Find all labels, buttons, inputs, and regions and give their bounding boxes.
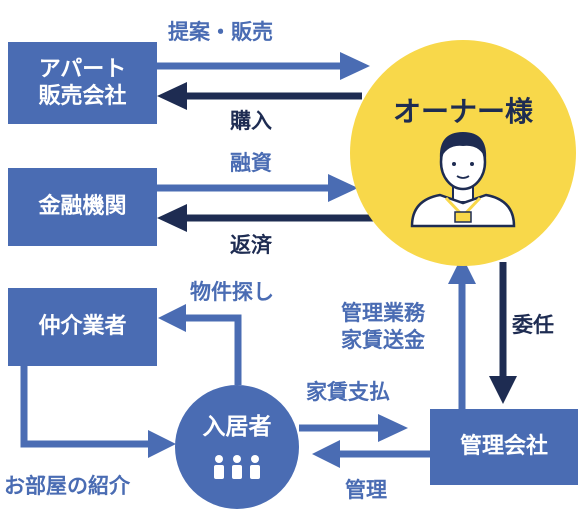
proposal-sales-label: 提案・販売 xyxy=(168,20,273,44)
broker-label: 仲介業者 xyxy=(38,314,127,340)
management-company-label: 管理会社 xyxy=(459,434,548,460)
management-label: 管理 xyxy=(345,478,387,502)
apart-sales-line1: アパート xyxy=(38,56,127,82)
mgmt-remit-line1: 管理業務 xyxy=(341,301,425,325)
tenant-node: 入居者 xyxy=(175,385,299,509)
mgmt-remit-line2: 家賃送金 xyxy=(341,328,425,353)
people-icon xyxy=(214,455,260,479)
arrow-purchase xyxy=(157,82,362,110)
arrow-room-intro xyxy=(20,366,176,458)
room-intro-label: お部屋の紹介 xyxy=(4,474,130,498)
repayment-label: 返済 xyxy=(230,233,272,257)
arrow-management xyxy=(312,440,430,468)
arrow-proposal-sales xyxy=(157,52,370,80)
management-company-box: 管理会社 xyxy=(430,409,578,485)
financial-institution-box: 金融機関 xyxy=(8,168,157,246)
commission-label: 委任 xyxy=(512,313,554,337)
purchase-label: 購入 xyxy=(230,109,272,133)
property-search-label: 物件探し xyxy=(190,280,274,304)
owner-label: オーナー様 xyxy=(392,95,533,128)
rent-payment-label: 家賃支払 xyxy=(306,380,390,404)
mgmt-remit-label: 管理業務 家賃送金 xyxy=(341,300,425,355)
arrow-property-search xyxy=(158,304,242,385)
arrow-financing xyxy=(157,174,358,202)
arrow-repayment xyxy=(157,204,376,232)
tenant-label: 入居者 xyxy=(202,414,272,440)
arrow-rent-payment xyxy=(299,414,408,442)
arrow-mgmt-remit xyxy=(448,256,476,409)
businessman-icon xyxy=(410,132,516,228)
apart-sales-line2: 販売会社 xyxy=(38,84,127,109)
owner-node: オーナー様 xyxy=(350,40,576,266)
apart-sales-company-box: アパート 販売会社 xyxy=(8,42,157,124)
financing-label: 融資 xyxy=(230,151,272,175)
broker-box: 仲介業者 xyxy=(8,288,157,366)
arrow-commission xyxy=(489,262,517,404)
financial-institution-label: 金融機関 xyxy=(38,194,127,220)
